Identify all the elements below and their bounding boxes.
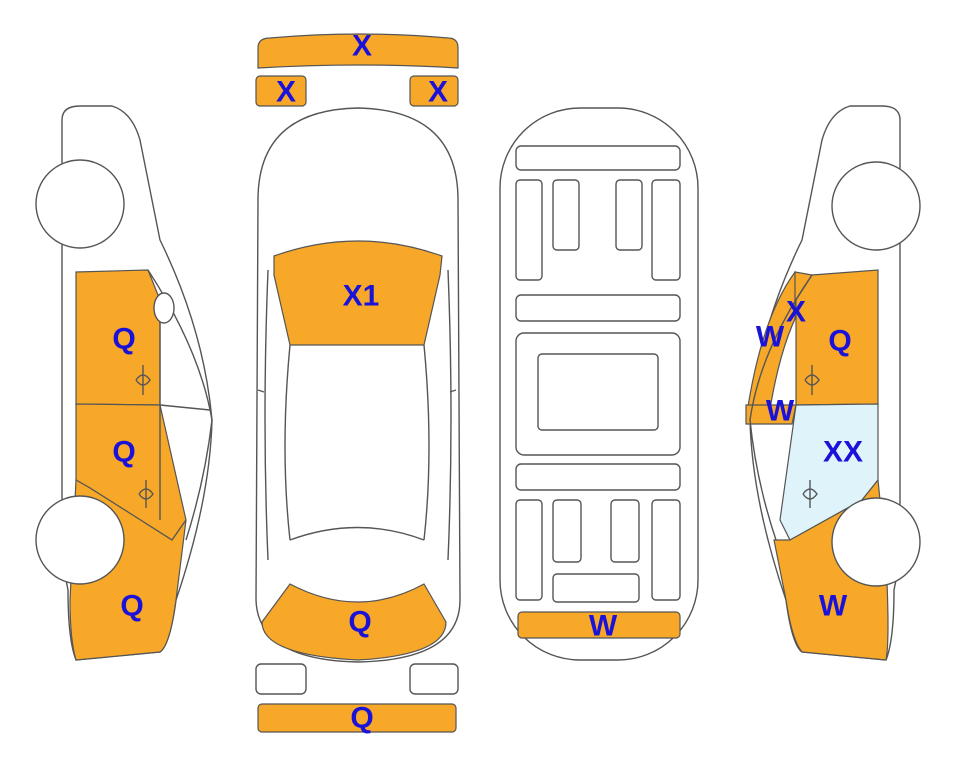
right-sill-panel[interactable] xyxy=(745,404,797,425)
label-rear-bumper: Q xyxy=(350,702,373,735)
label-right-a-pillar: W xyxy=(756,321,785,354)
right-rear-wheel xyxy=(831,497,921,587)
label-left-rear-door: Q xyxy=(112,436,135,469)
right-front-handle xyxy=(804,365,820,395)
left-rear-handle xyxy=(138,480,154,508)
label-right-rear-door: XX xyxy=(823,436,863,469)
label-left-rear-quarter: Q xyxy=(120,590,143,623)
left-side-view: Q Q Q xyxy=(35,105,213,661)
top-view: X X X X1 Q Q xyxy=(255,30,461,735)
label-right-pillar: X xyxy=(786,296,806,329)
windshield-panel[interactable] xyxy=(273,240,443,346)
label-right-front-door: Q xyxy=(828,325,851,358)
underbody-view: W xyxy=(499,107,699,661)
front-corner-right-panel[interactable] xyxy=(409,75,459,107)
label-underbody-rear: W xyxy=(589,610,618,643)
left-front-wheel xyxy=(35,159,125,249)
label-rear-window: Q xyxy=(348,606,371,639)
right-front-wheel xyxy=(831,161,921,251)
left-mirror xyxy=(153,292,175,324)
rear-window-panel[interactable] xyxy=(261,583,447,661)
label-front-corner-left: X xyxy=(276,76,296,109)
label-windshield: X1 xyxy=(343,280,380,313)
label-left-front-door: Q xyxy=(112,323,135,356)
rear-bumper-panel[interactable] xyxy=(257,703,457,733)
left-front-handle xyxy=(135,365,151,395)
rear-corner-left xyxy=(255,663,307,695)
rear-corner-right xyxy=(409,663,459,695)
underbody-rear-panel[interactable] xyxy=(517,611,681,639)
label-right-sill: W xyxy=(766,395,795,428)
right-rear-handle xyxy=(802,480,818,508)
left-rear-wheel xyxy=(35,495,125,585)
front-corner-left-panel[interactable] xyxy=(255,75,307,107)
front-bumper-panel[interactable] xyxy=(257,33,459,69)
label-right-rear-quarter: W xyxy=(819,590,848,623)
label-front-bumper: X xyxy=(352,30,372,63)
label-front-corner-right: X xyxy=(428,76,448,109)
right-side-view: X W Q W XX W xyxy=(745,105,921,661)
